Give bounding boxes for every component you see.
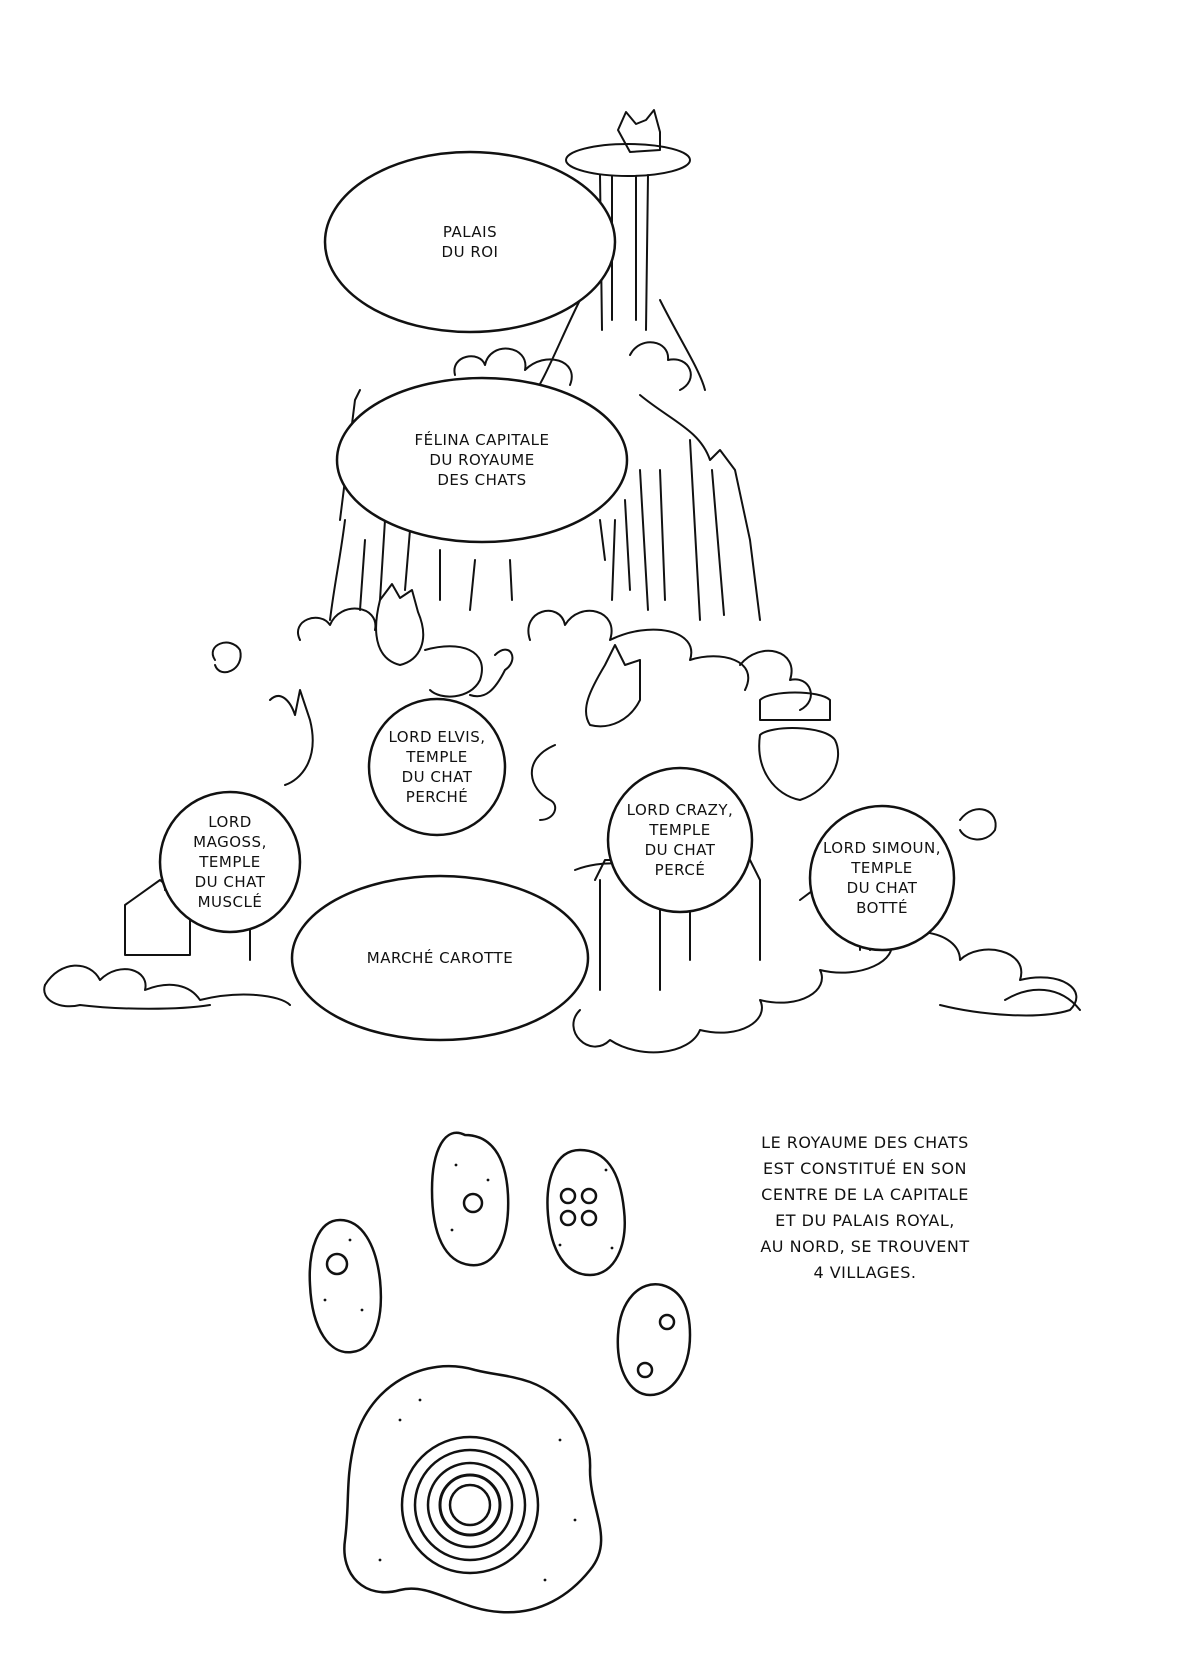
cat-figure-magoss [269,689,314,786]
cat-figure-crazy [585,644,641,728]
bubble-elvis [367,697,507,837]
page-caption: LE ROYAUME DES CHATS EST CONSTITUÉ EN SO… [760,1133,970,1282]
bubble-label-marche: MARCHÉ CAROTTE [366,949,514,967]
bubble-label-elvis: LORD ELVIS, TEMPLE DU CHAT PERCHÉ [388,728,486,806]
bubble-label-capitale: FÉLINA CAPITALE DU ROYAUME DES CHATS [414,431,550,489]
tower-cat-head [617,109,661,153]
cat-figure-simoun [758,727,840,801]
top-hat [759,691,831,721]
tower-disc [565,143,691,177]
bubble-label-magoss: LORD MAGOSS, TEMPLE DU CHAT MUSCLÉ [193,813,267,911]
bubble-palais [323,150,617,334]
bubble-crazy [606,766,754,914]
cat-figure-elvis [375,583,425,666]
bubble-label-palais: PALAIS DU ROI [441,223,499,261]
bubble-label-simoun: LORD SIMOUN, TEMPLE DU CHAT BOTTÉ [822,839,942,917]
bubble-marche [290,874,590,1042]
bubble-magoss [158,790,302,934]
bubble-capitale [335,376,629,544]
bubble-simoun [808,804,956,952]
bubble-label-crazy: LORD CRAZY, TEMPLE DU CHAT PERCÉ [626,801,734,879]
paw-print-icon [308,1131,692,1614]
